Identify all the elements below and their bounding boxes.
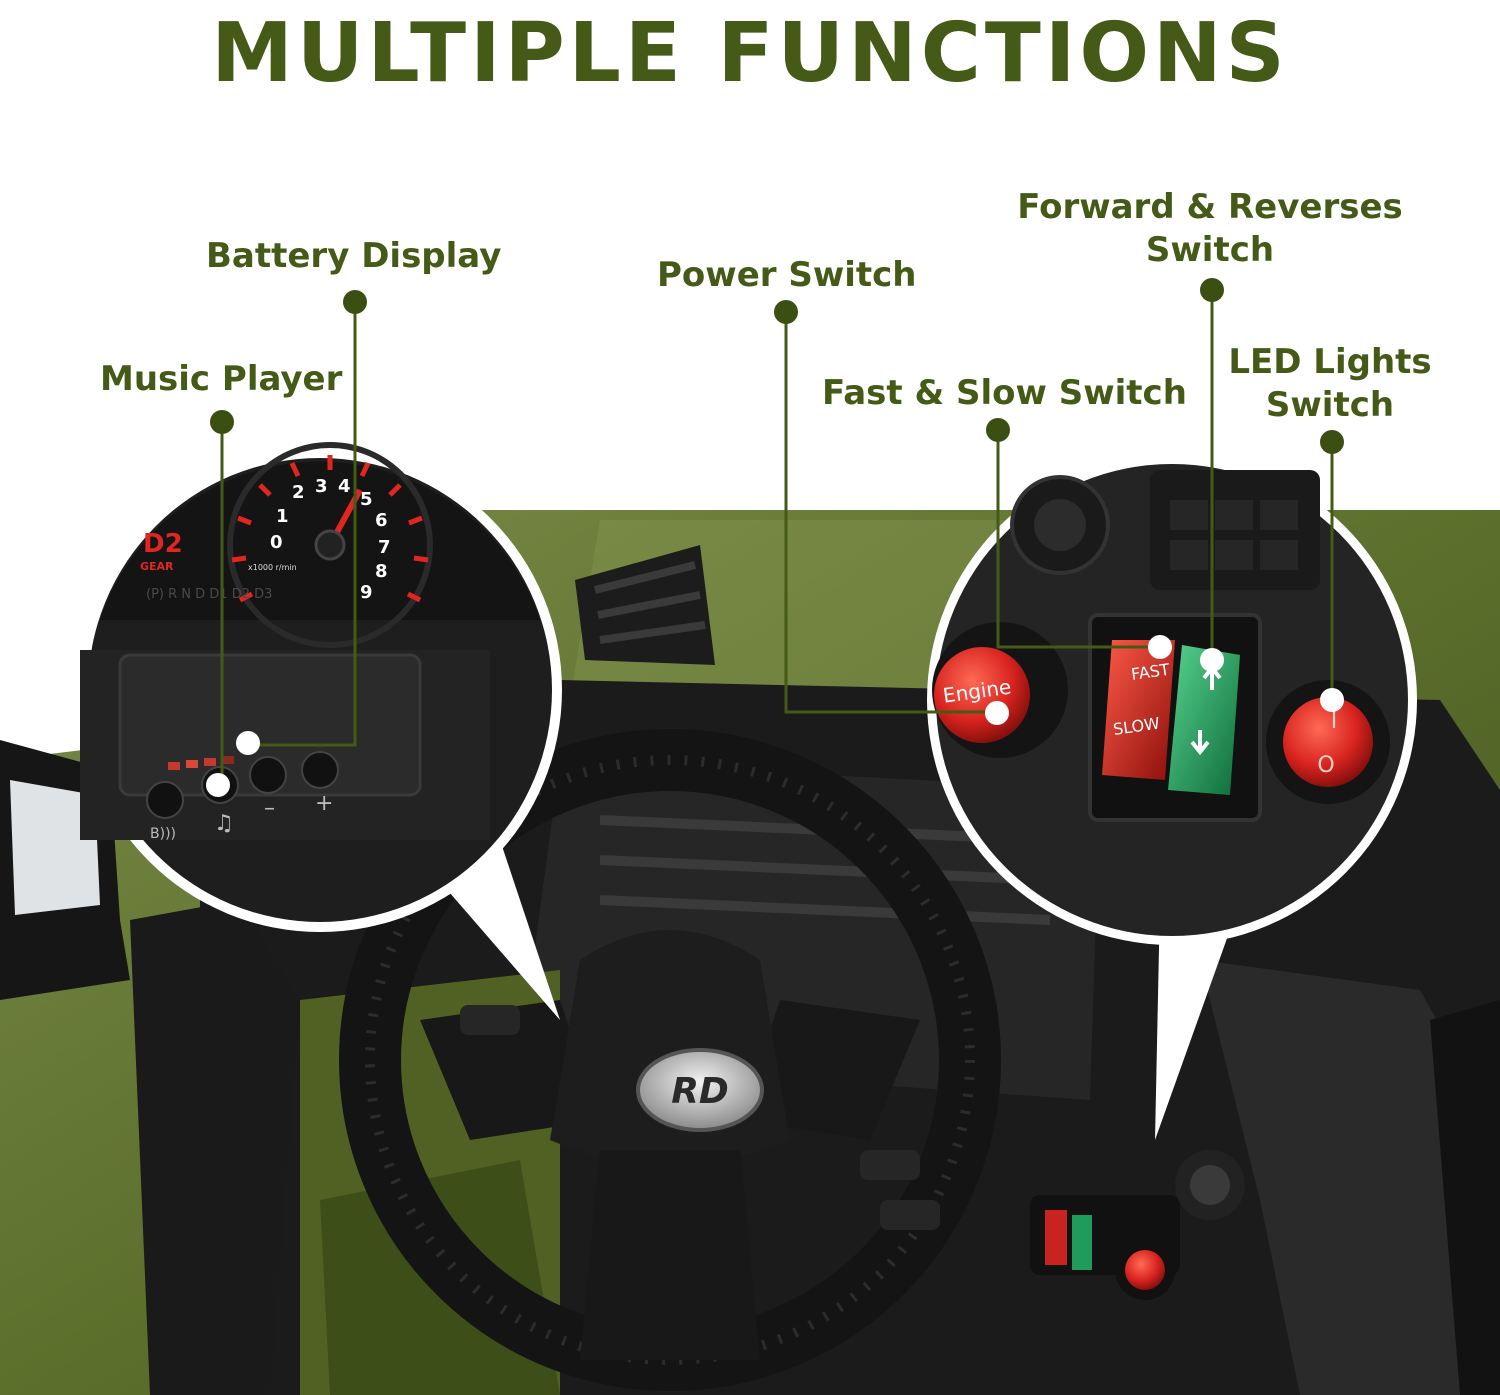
music-note-icon: ♫ <box>214 811 234 836</box>
music-player-label: Music Player <box>100 359 343 399</box>
gauge-number-8: 8 <box>375 561 388 582</box>
rpm-unit: x1000 r/min <box>248 563 297 572</box>
bluetooth-icon: B))) <box>150 826 176 842</box>
battery-indicator-leds <box>168 756 234 770</box>
rpm-gauge: 0 1 2 3 4 5 6 7 8 9 x1000 r/min <box>227 442 433 648</box>
led-on-label: I <box>1331 709 1338 734</box>
steering-logo: RD <box>671 1071 729 1112</box>
gauge-number-7: 7 <box>378 537 391 558</box>
forward-reverse-switch <box>1168 645 1240 795</box>
hood-vent <box>575 545 715 665</box>
page-title: MULTIPLE FUNCTIONS <box>211 6 1289 101</box>
volume-down-icon: – <box>264 796 275 821</box>
gear-label: GEAR <box>140 560 174 573</box>
steering-wheel: RD <box>339 729 1001 1391</box>
gauge-number-0: 0 <box>270 532 283 553</box>
gauge-number-3: 3 <box>315 476 328 497</box>
callout-anchor-dots <box>210 278 1344 454</box>
callout-target-dots <box>206 635 1344 797</box>
switch-panel-zoom-circle: Engine FAST SLOW I O <box>927 455 1417 1140</box>
engine-button: Engine <box>932 622 1068 758</box>
gauge-number-2: 2 <box>292 482 305 503</box>
power-switch-label: Power Switch <box>657 255 917 295</box>
fast-slow-switch: FAST SLOW <box>1102 640 1175 780</box>
gauge-number-9: 9 <box>360 582 373 603</box>
gauge-number-4: 4 <box>338 476 351 497</box>
forward-reverse-label-line1: Forward & Reverses <box>1017 187 1403 227</box>
callout-lines <box>220 290 1334 785</box>
led-lights-label-line1: LED Lights <box>1228 342 1432 382</box>
gear-badge: D2 <box>143 529 183 559</box>
gauge-number-5: 5 <box>360 489 373 510</box>
forward-reverse-label-line2: Switch <box>1145 230 1275 270</box>
led-lights-label-line2: Switch <box>1265 385 1395 425</box>
volume-up-icon: + <box>315 791 333 816</box>
dashboard-zoom-circle: 0 1 2 3 4 5 6 7 8 9 x1000 r/min D2 GEAR … <box>78 442 562 1020</box>
gear-sequence: (P) R N D D1 D2 D3 <box>146 587 272 602</box>
led-lights-label: LED Lights Switch <box>1210 341 1450 427</box>
fast-slow-label: Fast & Slow Switch <box>822 373 1187 413</box>
forward-reverse-label: Forward & Reverses Switch <box>1010 186 1410 272</box>
gauge-number-6: 6 <box>375 510 388 531</box>
gauge-number-1: 1 <box>276 506 289 527</box>
led-off-label: O <box>1317 753 1334 778</box>
battery-display-label: Battery Display <box>206 236 502 276</box>
led-lights-switch: I O <box>1266 680 1390 804</box>
